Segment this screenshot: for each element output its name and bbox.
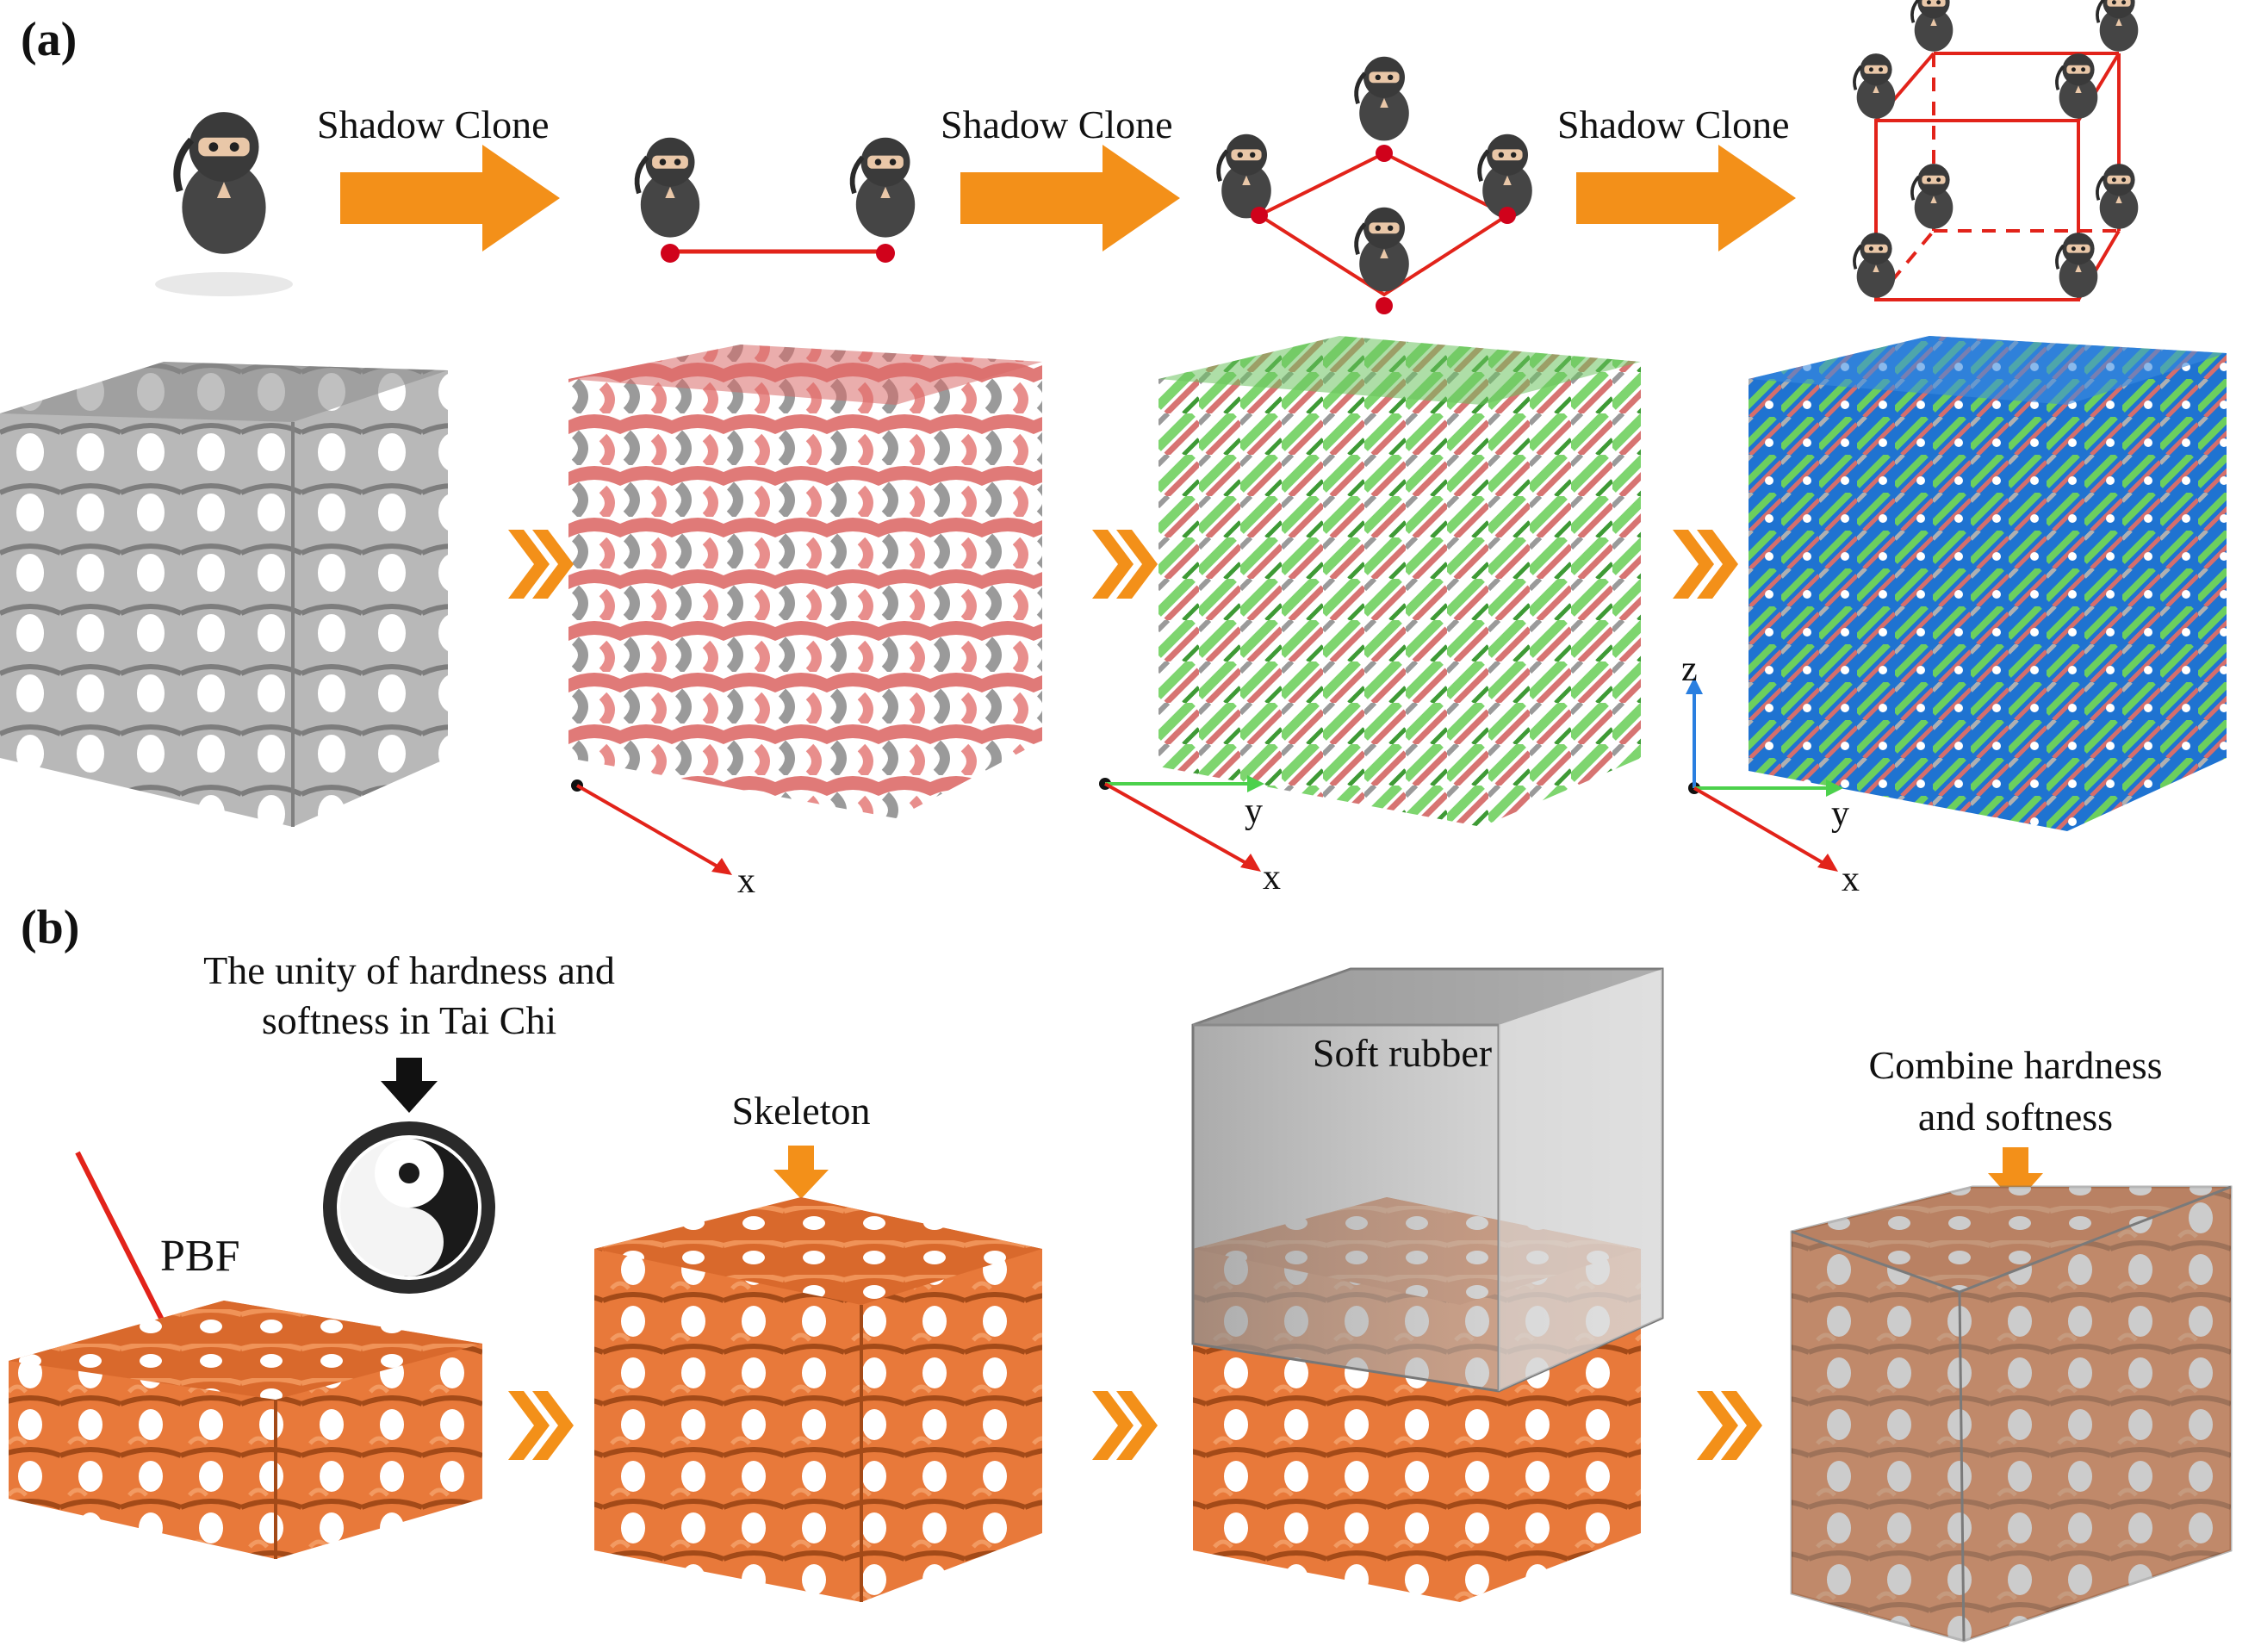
axes-blue: z y x [1681,649,1860,899]
shadow-clone-arrow-2: Shadow Clone [941,102,1180,252]
svg-text:Shadow Clone: Shadow Clone [1557,102,1790,146]
taichi-caption-1: The unity of hardness and [203,948,615,992]
lattice-green [1158,336,1641,827]
ninja-stage-3 [1219,57,1532,314]
pbf-label: PBF [160,1232,240,1281]
ninja-stage-1 [155,112,293,296]
orange-arrow-icon [960,145,1180,252]
lattice-orange-skeleton [594,1197,1042,1602]
combined-block [1790,1185,2233,1643]
down-arrow-icon [381,1058,438,1113]
chevron-double-icon [508,1391,574,1460]
svg-text:y: y [1831,794,1849,834]
lattice-gray [0,362,448,827]
svg-text:y: y [1245,792,1263,831]
panel-a-label: (a) [21,13,77,66]
svg-text:Shadow Clone: Shadow Clone [317,102,550,146]
soft-rubber-label: Soft rubber [1313,1031,1492,1075]
skeleton-label: Skeleton [732,1089,871,1133]
svg-text:x: x [1842,860,1860,899]
orange-arrow-icon [1576,145,1796,252]
chevron-double-icon [1092,1391,1158,1460]
down-arrow-icon [773,1146,829,1199]
shadow-clone-arrow-1: Shadow Clone [317,102,560,252]
taichi-icon [323,1121,495,1294]
chevron-double-icon [508,530,574,599]
svg-text:x: x [1263,858,1281,897]
panel-b-label: (b) [21,901,79,954]
soft-rubber-box [1191,967,1664,1393]
axes-pink: x [571,779,755,901]
lattice-orange-pbf [9,1301,482,1559]
down-arrow-icon [1988,1147,2043,1204]
ninja-stage-2 [637,138,916,263]
svg-text:z: z [1681,649,1698,689]
chevron-double-icon [1673,530,1738,599]
lattice-blue [1749,336,2227,831]
shadow-clone-arrow-3: Shadow Clone [1557,102,1796,252]
combine-caption-2: and softness [1918,1095,2113,1139]
ninja-stage-4 [1853,0,2140,301]
svg-text:x: x [737,861,755,901]
combine-caption-1: Combine hardness [1868,1043,2162,1087]
orange-arrow-icon [340,145,560,252]
chevron-double-icon [1697,1391,1762,1460]
svg-text:Shadow Clone: Shadow Clone [941,102,1173,146]
chevron-double-icon [1092,530,1158,599]
taichi-caption-2: softness in Tai Chi [262,998,556,1042]
lattice-pink [568,345,1042,818]
axes-green: y x [1099,775,1281,897]
